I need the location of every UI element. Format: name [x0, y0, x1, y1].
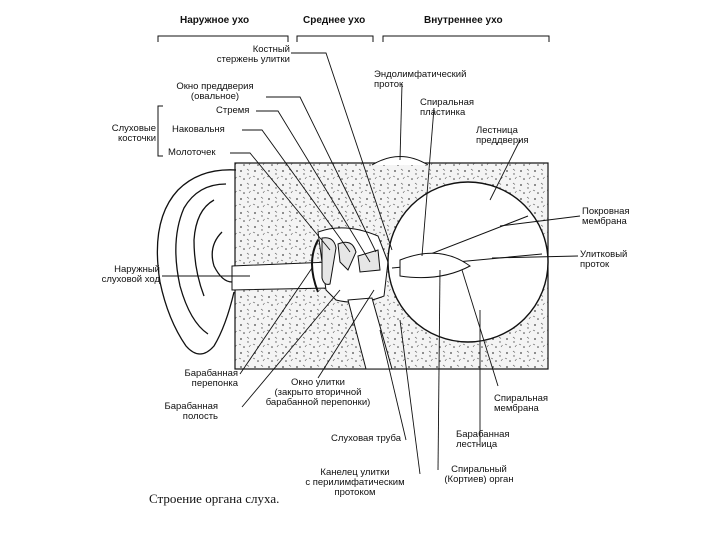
label-round-window: Окно улитки (закрыто вторичной барабанно…: [265, 377, 371, 408]
label-oval-window: Окно преддверия (овальное): [176, 81, 254, 102]
label-stapes: Стремя: [216, 105, 250, 116]
label-endolymph-duct: Эндолимфатический проток: [374, 69, 467, 90]
leader-bony-core: [291, 52, 393, 251]
leader-organ-corti: [437, 269, 441, 471]
label-spiral-membrane: Спиральная мембрана: [494, 393, 549, 414]
leader-spiral-membrane: [461, 269, 499, 387]
section-brackets: [157, 35, 550, 157]
label-ossicles-group: Слуховые косточки: [111, 123, 156, 144]
label-bony-core: Костный стержень улитки: [216, 44, 290, 65]
figure-caption: Строение органа слуха.: [149, 491, 280, 506]
header-outer-ear: Наружное ухо: [180, 15, 250, 26]
leader-cochlear-duct: [491, 255, 579, 259]
label-tympanic-cavity: Барабанная полость: [164, 401, 218, 422]
label-malleus: Молоточек: [168, 147, 216, 158]
label-cochlear-aqueduct: Канелец улитки с перилимфатическим прото…: [305, 467, 405, 498]
bracket-middle: [296, 35, 374, 42]
cochlear-duct-shape: [399, 252, 471, 279]
bracket-outer: [157, 35, 289, 42]
label-tectorial-membrane: Покровная мембрана: [582, 206, 630, 227]
header-middle-ear: Среднее ухо: [303, 15, 366, 26]
leader-oval-window: [266, 96, 377, 253]
leader-malleus: [230, 152, 331, 251]
leader-scala-vestibuli: [489, 139, 521, 201]
bracket-ossicles: [157, 105, 163, 157]
label-scala-tympani: Барабанная лестница: [456, 429, 510, 450]
leader-endolymph: [399, 83, 403, 161]
label-eardrum: Барабанная перепонка: [184, 368, 238, 389]
eardrum-shape: [311, 239, 319, 293]
label-ear-canal: Наружный слуховой ход: [101, 264, 160, 285]
label-organ-corti: Спиральный (Кортиев) орган: [444, 464, 514, 485]
label-cochlear-duct: Улитковый проток: [580, 249, 628, 270]
eustachian-tube-shape: [347, 297, 393, 370]
leader-round-window: [317, 289, 375, 379]
auricle-helix: [175, 183, 227, 335]
auricle-concha: [211, 231, 233, 283]
malleus-shape: [321, 237, 337, 285]
bracket-inner: [382, 35, 550, 42]
leader-stapes: [256, 110, 371, 263]
label-scala-vestibuli: Лестница преддверия: [476, 125, 529, 146]
auricle-antihelix: [193, 199, 215, 297]
leader-eustachian: [379, 329, 407, 441]
header-inner-ear: Внутреннее ухо: [424, 15, 503, 26]
leader-tectorial: [499, 215, 581, 227]
leader-tympanic: [241, 289, 341, 408]
leader-eardrum: [239, 267, 313, 375]
label-incus: Наковальня: [172, 124, 225, 135]
leader-incus: [242, 129, 351, 253]
cochlea-circle: [387, 181, 549, 343]
auricle: [156, 169, 237, 355]
leader-spiral-lamina: [421, 107, 435, 257]
leader-lines: [162, 52, 581, 475]
incus-shape: [337, 241, 357, 271]
auricle-outer: [156, 169, 237, 355]
label-eustachian: Слуховая труба: [331, 433, 401, 444]
label-spiral-lamina: Спиральная пластинка: [420, 97, 475, 118]
leader-aqueduct: [399, 319, 421, 475]
